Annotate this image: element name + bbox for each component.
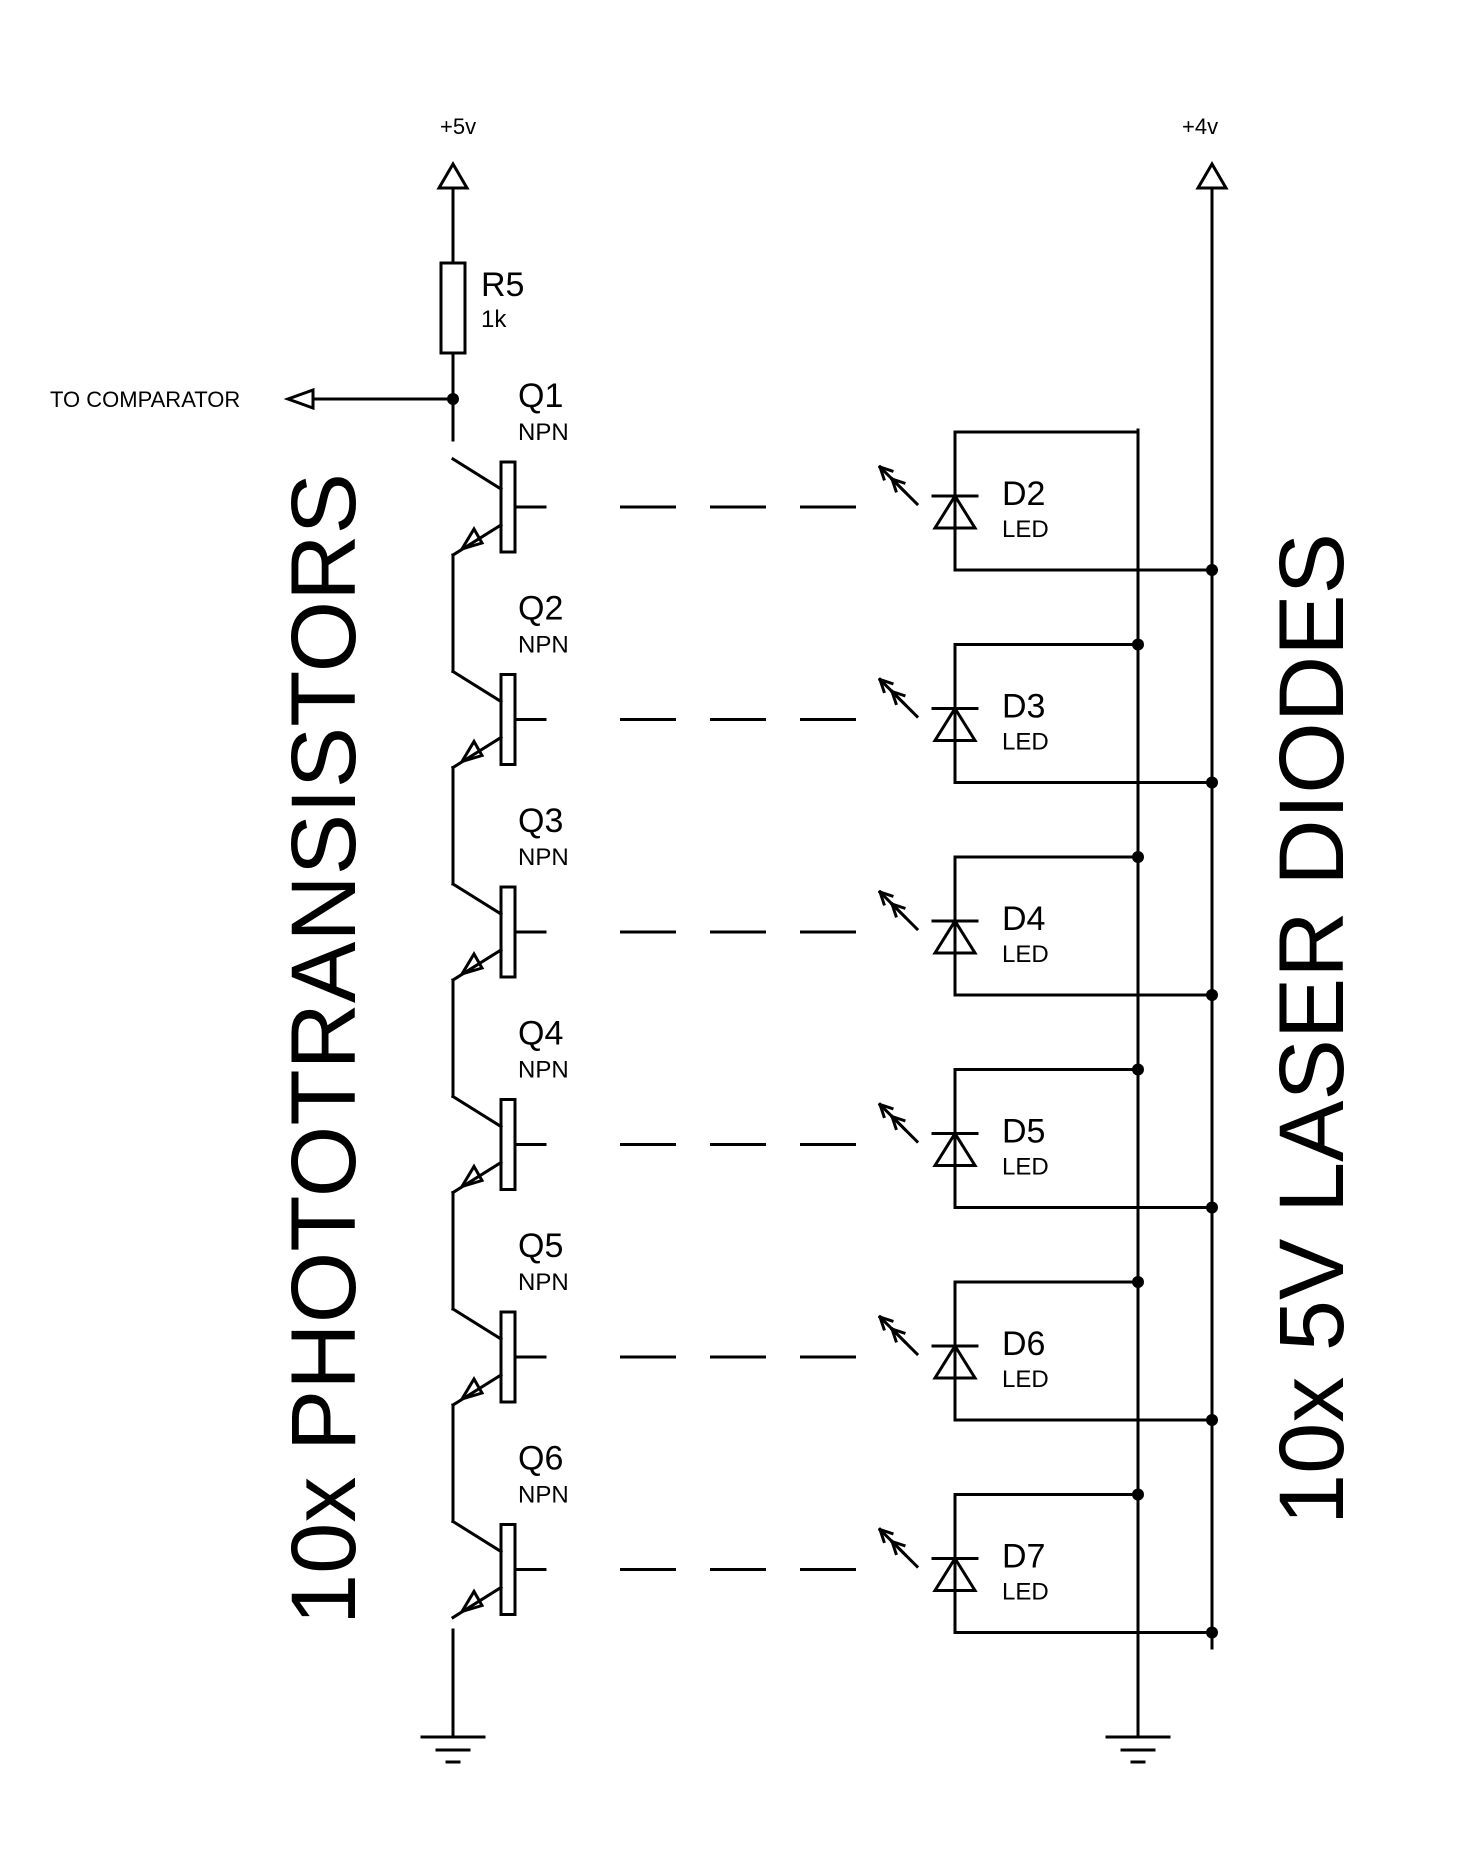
diode-ref: D6 xyxy=(1002,1325,1045,1363)
diode-ref: D5 xyxy=(1002,1113,1045,1151)
diode-ref: D4 xyxy=(1002,900,1045,938)
junction-dot xyxy=(1206,1626,1218,1639)
junction-dot xyxy=(1206,564,1218,576)
junction-dot xyxy=(1132,1488,1144,1501)
diode-triangle-icon xyxy=(932,1555,978,1592)
comparator-junction-dot xyxy=(447,393,459,405)
junction-dot xyxy=(1206,1414,1218,1426)
junction-dot xyxy=(1206,776,1218,789)
diode-triangle-icon xyxy=(932,705,978,742)
diode-type: LED xyxy=(1002,1366,1049,1393)
right-ground-symbol xyxy=(1105,1735,1171,1764)
light-emission-icon xyxy=(877,677,920,719)
resistor-ref: R5 xyxy=(481,266,524,304)
emitter-arrow-icon xyxy=(458,1588,485,1615)
transistor-ref: Q1 xyxy=(518,377,563,415)
transistor-base xyxy=(499,1523,517,1616)
light-emission-icon xyxy=(877,1527,920,1569)
diode-triangle-icon xyxy=(932,493,978,530)
transistor-base xyxy=(499,1098,517,1191)
transistor-type: NPN xyxy=(518,1269,569,1296)
light-emission-icon xyxy=(877,464,920,507)
transistor-type: NPN xyxy=(518,419,569,446)
emitter-arrow-icon xyxy=(458,738,485,765)
diode-type: LED xyxy=(1002,516,1049,543)
light-emission-icon xyxy=(877,1314,920,1357)
emitter-arrow-icon xyxy=(458,1163,485,1190)
junction-dot xyxy=(1132,638,1144,651)
diode-triangle-icon xyxy=(932,1130,978,1167)
phototransistors-title: 10x PHOTOTRANSISTORS xyxy=(273,473,375,1625)
light-emission-icon xyxy=(877,889,920,932)
diode-ref: D3 xyxy=(1002,688,1045,726)
diode-type: LED xyxy=(1002,729,1049,756)
right-supply-arrow xyxy=(1195,161,1229,1650)
light-emission-icon xyxy=(877,1102,920,1144)
resistor-r5 xyxy=(439,261,467,355)
right-supply-label: +4v xyxy=(1182,114,1218,139)
junction-dot xyxy=(1206,1201,1218,1214)
junction-dot xyxy=(1132,851,1144,863)
diode-type: LED xyxy=(1002,941,1049,968)
emitter-arrow-icon xyxy=(458,1376,485,1402)
left-supply-arrow xyxy=(436,161,470,264)
junction-dot xyxy=(1132,1063,1144,1076)
transistor-base xyxy=(499,460,517,554)
left-supply-label: +5v xyxy=(440,114,476,139)
transistor-base xyxy=(499,885,517,979)
transistor-ref: Q3 xyxy=(518,802,563,840)
junction-dot xyxy=(1132,1276,1144,1288)
transistor-type: NPN xyxy=(518,1482,569,1509)
laser-diodes-title: 10x 5V LASER DIODES xyxy=(1261,533,1363,1525)
transistor-type: NPN xyxy=(518,1057,569,1084)
resistor-value: 1k xyxy=(481,306,507,333)
diode-triangle-icon xyxy=(932,1343,978,1380)
transistor-type: NPN xyxy=(518,632,569,659)
comparator-output-arrow xyxy=(283,387,455,411)
transistor-ref: Q5 xyxy=(518,1227,563,1265)
emitter-arrow-icon xyxy=(458,951,485,977)
transistor-ref: Q2 xyxy=(518,590,563,628)
transistor-base xyxy=(499,673,517,766)
diode-ref: D2 xyxy=(1002,475,1045,513)
diode-type: LED xyxy=(1002,1579,1049,1606)
emitter-arrow-icon xyxy=(458,526,485,552)
left-ground-symbol xyxy=(420,1735,486,1764)
transistor-type: NPN xyxy=(518,844,569,871)
diode-ref: D7 xyxy=(1002,1538,1045,1576)
transistor-ref: Q6 xyxy=(518,1440,563,1478)
junction-dot xyxy=(1206,989,1218,1001)
comparator-label: TO COMPARATOR xyxy=(50,387,240,412)
diode-triangle-icon xyxy=(932,918,978,955)
diode-type: LED xyxy=(1002,1154,1049,1181)
transistor-ref: Q4 xyxy=(518,1015,563,1053)
transistor-base xyxy=(499,1310,517,1404)
